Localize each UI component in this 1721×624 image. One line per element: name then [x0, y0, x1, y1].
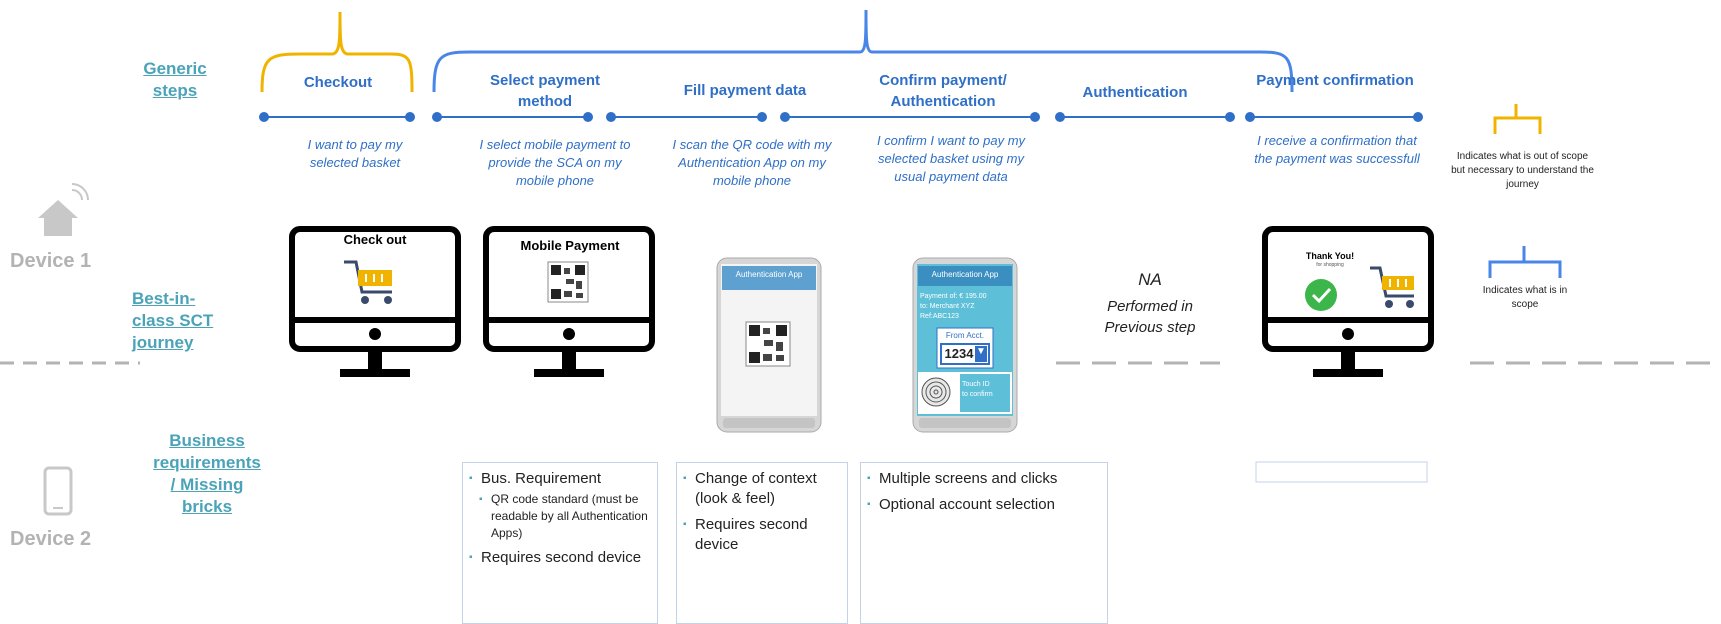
step-title-confirm-payment: Confirm payment/ Authentication	[879, 72, 1007, 110]
check-icon	[1305, 279, 1337, 311]
screen-touch-id: Touch ID to confirm	[962, 380, 1010, 400]
screen-thank-you: Thank You!	[1305, 251, 1355, 261]
monitor-mobile-payment	[483, 226, 655, 377]
qr-code-icon-1	[547, 261, 589, 303]
in-scope-bracket	[432, 9, 1294, 93]
row-label-line: requirements	[153, 453, 261, 472]
step-title-checkout: Checkout	[303, 74, 373, 91]
qr-code-icon-2	[745, 321, 791, 367]
screen-auth-app-title-2: Authentication App	[931, 270, 999, 279]
step-desc-confirm-payment: I confirm I want to pay my selected bask…	[876, 133, 1026, 184]
na-subtitle: Performed in Previous step	[1070, 296, 1230, 338]
step-title-authentication: Authentication	[1082, 84, 1188, 101]
touch-id-line: Touch ID	[962, 381, 990, 388]
row-label-line: / Missing	[170, 475, 244, 494]
monitor-checkout	[289, 226, 461, 377]
requirement-item: Multiple screens and clicks	[867, 469, 1101, 489]
row-label-line: bricks	[181, 497, 233, 516]
legend-out-of-scope: Indicates what is out of scope but neces…	[1451, 151, 1594, 190]
step-title-fill-payment: Fill payment data	[683, 82, 807, 99]
fingerprint-icon	[921, 377, 951, 407]
legend-yellow-bracket	[1493, 104, 1542, 134]
requirement-item: Requires second device	[683, 515, 841, 555]
row-label-line: steps	[152, 81, 198, 100]
phone-auth-payment	[912, 257, 1018, 433]
row-label-line: class SCT	[132, 311, 214, 330]
row-label-generic-steps: Generic steps	[120, 58, 230, 102]
step-desc-fill-payment: I scan the QR code with my Authenticatio…	[672, 137, 832, 188]
screen-acct-value: 1234	[944, 346, 974, 361]
requirement-item: Bus. Requirement	[469, 469, 651, 489]
na-subtitle-line: Previous step	[1104, 319, 1196, 336]
device-2-label: Device 2	[10, 528, 92, 550]
cart-icon-2	[1370, 266, 1414, 308]
payment-line: to: Merchant XYZ	[920, 303, 975, 310]
row-label-business-requirements: Business requirements / Missing bricks	[142, 430, 272, 518]
phone-auth-qr	[716, 257, 822, 433]
step-desc-select-payment: I select mobile payment to provide the S…	[479, 137, 631, 188]
legend-in-scope: Indicates what is in scope	[1482, 285, 1568, 310]
screen-auth-app-title-1: Authentication App	[735, 270, 803, 279]
step-title-payment-confirmation: Payment confirmation	[1256, 72, 1414, 89]
row-label-line: Business	[169, 431, 245, 450]
payment-line: Payment of: € 195.00	[920, 293, 987, 300]
step-title-select-payment: Select payment method	[489, 72, 601, 110]
screen-thank-you-sub: for shopping	[1316, 262, 1344, 268]
home-icon	[38, 183, 89, 236]
cart-icon-1	[344, 260, 392, 304]
phone-icon	[43, 466, 73, 516]
screen-payment-details: Payment of: € 195.00 to: Merchant XYZ Re…	[920, 292, 1010, 322]
device-1-label: Device 1	[10, 250, 92, 272]
row-label-line: journey	[132, 333, 194, 352]
requirements-fill-payment: Change of context (look & feel) Requires…	[676, 462, 848, 624]
step-desc-payment-confirmation: I receive a confirmation that the paymen…	[1254, 133, 1420, 166]
row-label-best-in-class: Best-in- class SCT journey	[132, 288, 232, 354]
empty-requirement-box	[1255, 461, 1428, 483]
screen-checkout-label: Check out	[343, 232, 407, 247]
requirements-confirm-payment: Multiple screens and clicks Optional acc…	[860, 462, 1108, 624]
requirement-item: Change of context (look & feel)	[683, 469, 841, 509]
monitor-thank-you	[1262, 226, 1434, 377]
requirement-item: Optional account selection	[867, 495, 1101, 515]
screen-from-acct: From Acct.	[945, 331, 985, 340]
payment-line: Ref:ABC123	[920, 313, 959, 320]
na-subtitle-line: Performed in	[1107, 298, 1193, 315]
dropdown-arrow-icon: ▼	[976, 346, 986, 357]
touch-id-line: to confirm	[962, 391, 993, 398]
row-label-line: Best-in-	[132, 289, 196, 308]
out-of-scope-bracket	[260, 11, 414, 93]
requirement-item: Requires second device	[469, 548, 651, 568]
requirements-select-payment: Bus. Requirement QR code standard (must …	[462, 462, 658, 624]
row-label-line: Generic	[143, 59, 207, 78]
screen-mobile-payment-label: Mobile Payment	[520, 238, 620, 253]
legend-blue-bracket	[1488, 246, 1562, 278]
requirement-sub-item: QR code standard (must be readable by al…	[469, 491, 651, 542]
na-title: NA	[1138, 270, 1162, 289]
step-desc-checkout: I want to pay my selected basket	[307, 137, 403, 170]
